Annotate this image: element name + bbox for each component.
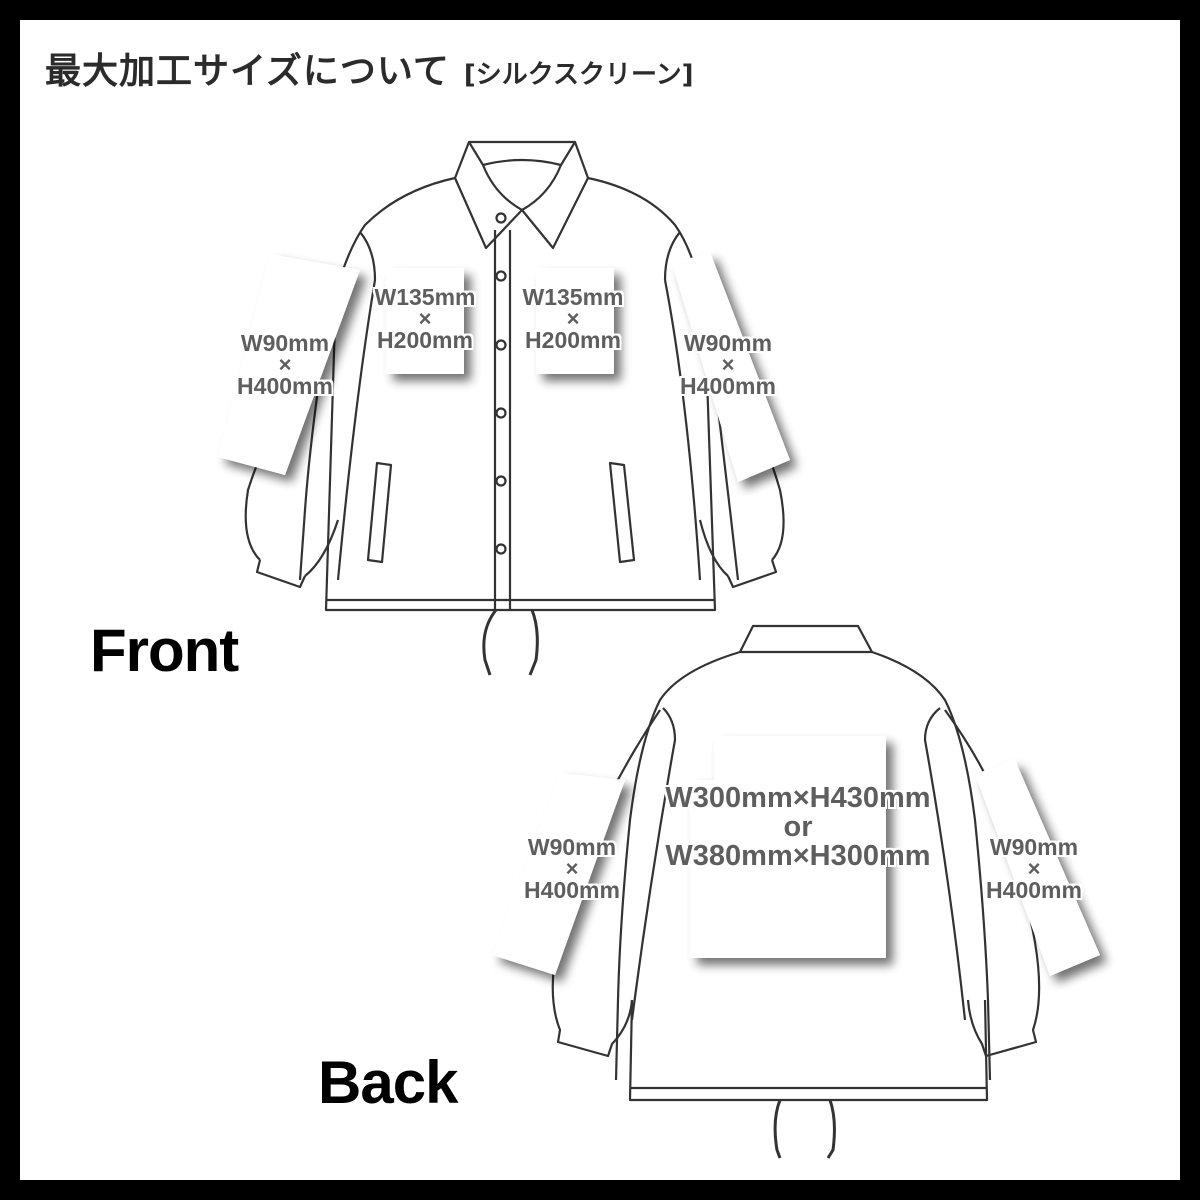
jacket-illustrations: [218, 140, 1100, 1159]
back-right-sleeve-dimension: W90mm × H400mm: [986, 834, 1082, 903]
diagram-canvas: 最大加工サイズについて [シルクスクリーン]: [20, 20, 1180, 1180]
front-right-sleeve-dimension: W90mm × H400mm: [680, 330, 776, 399]
page-title: 最大加工サイズについて [シルクスクリーン]: [45, 42, 694, 94]
front-left-sleeve-dimension: W90mm × H400mm: [237, 330, 333, 399]
back-center-dimension: W300mm×H430mm or W380mm×H300mm: [665, 782, 931, 872]
front-jacket: [244, 140, 785, 676]
front-label: Front: [90, 617, 239, 684]
back-print-areas: [492, 736, 1100, 976]
front-left-sleeve-area: [218, 254, 360, 475]
front-right-chest-area: [536, 268, 614, 374]
back-tall-area: [714, 736, 886, 958]
title-main: 最大加工サイズについて: [45, 51, 450, 92]
front-right-chest-dimension: W135mm × H200mm: [522, 284, 624, 353]
title-method: [シルクスクリーン]: [463, 60, 694, 90]
front-left-chest-dimension: W135mm × H200mm: [374, 284, 476, 353]
front-print-areas: [218, 252, 790, 482]
back-left-sleeve-area: [492, 773, 625, 975]
front-left-chest-area: [386, 268, 464, 374]
back-right-sleeve-area: [975, 760, 1100, 976]
front-right-sleeve-area: [672, 252, 790, 482]
back-left-sleeve-dimension: W90mm × H400mm: [524, 834, 620, 903]
back-label: Back: [318, 1049, 458, 1116]
